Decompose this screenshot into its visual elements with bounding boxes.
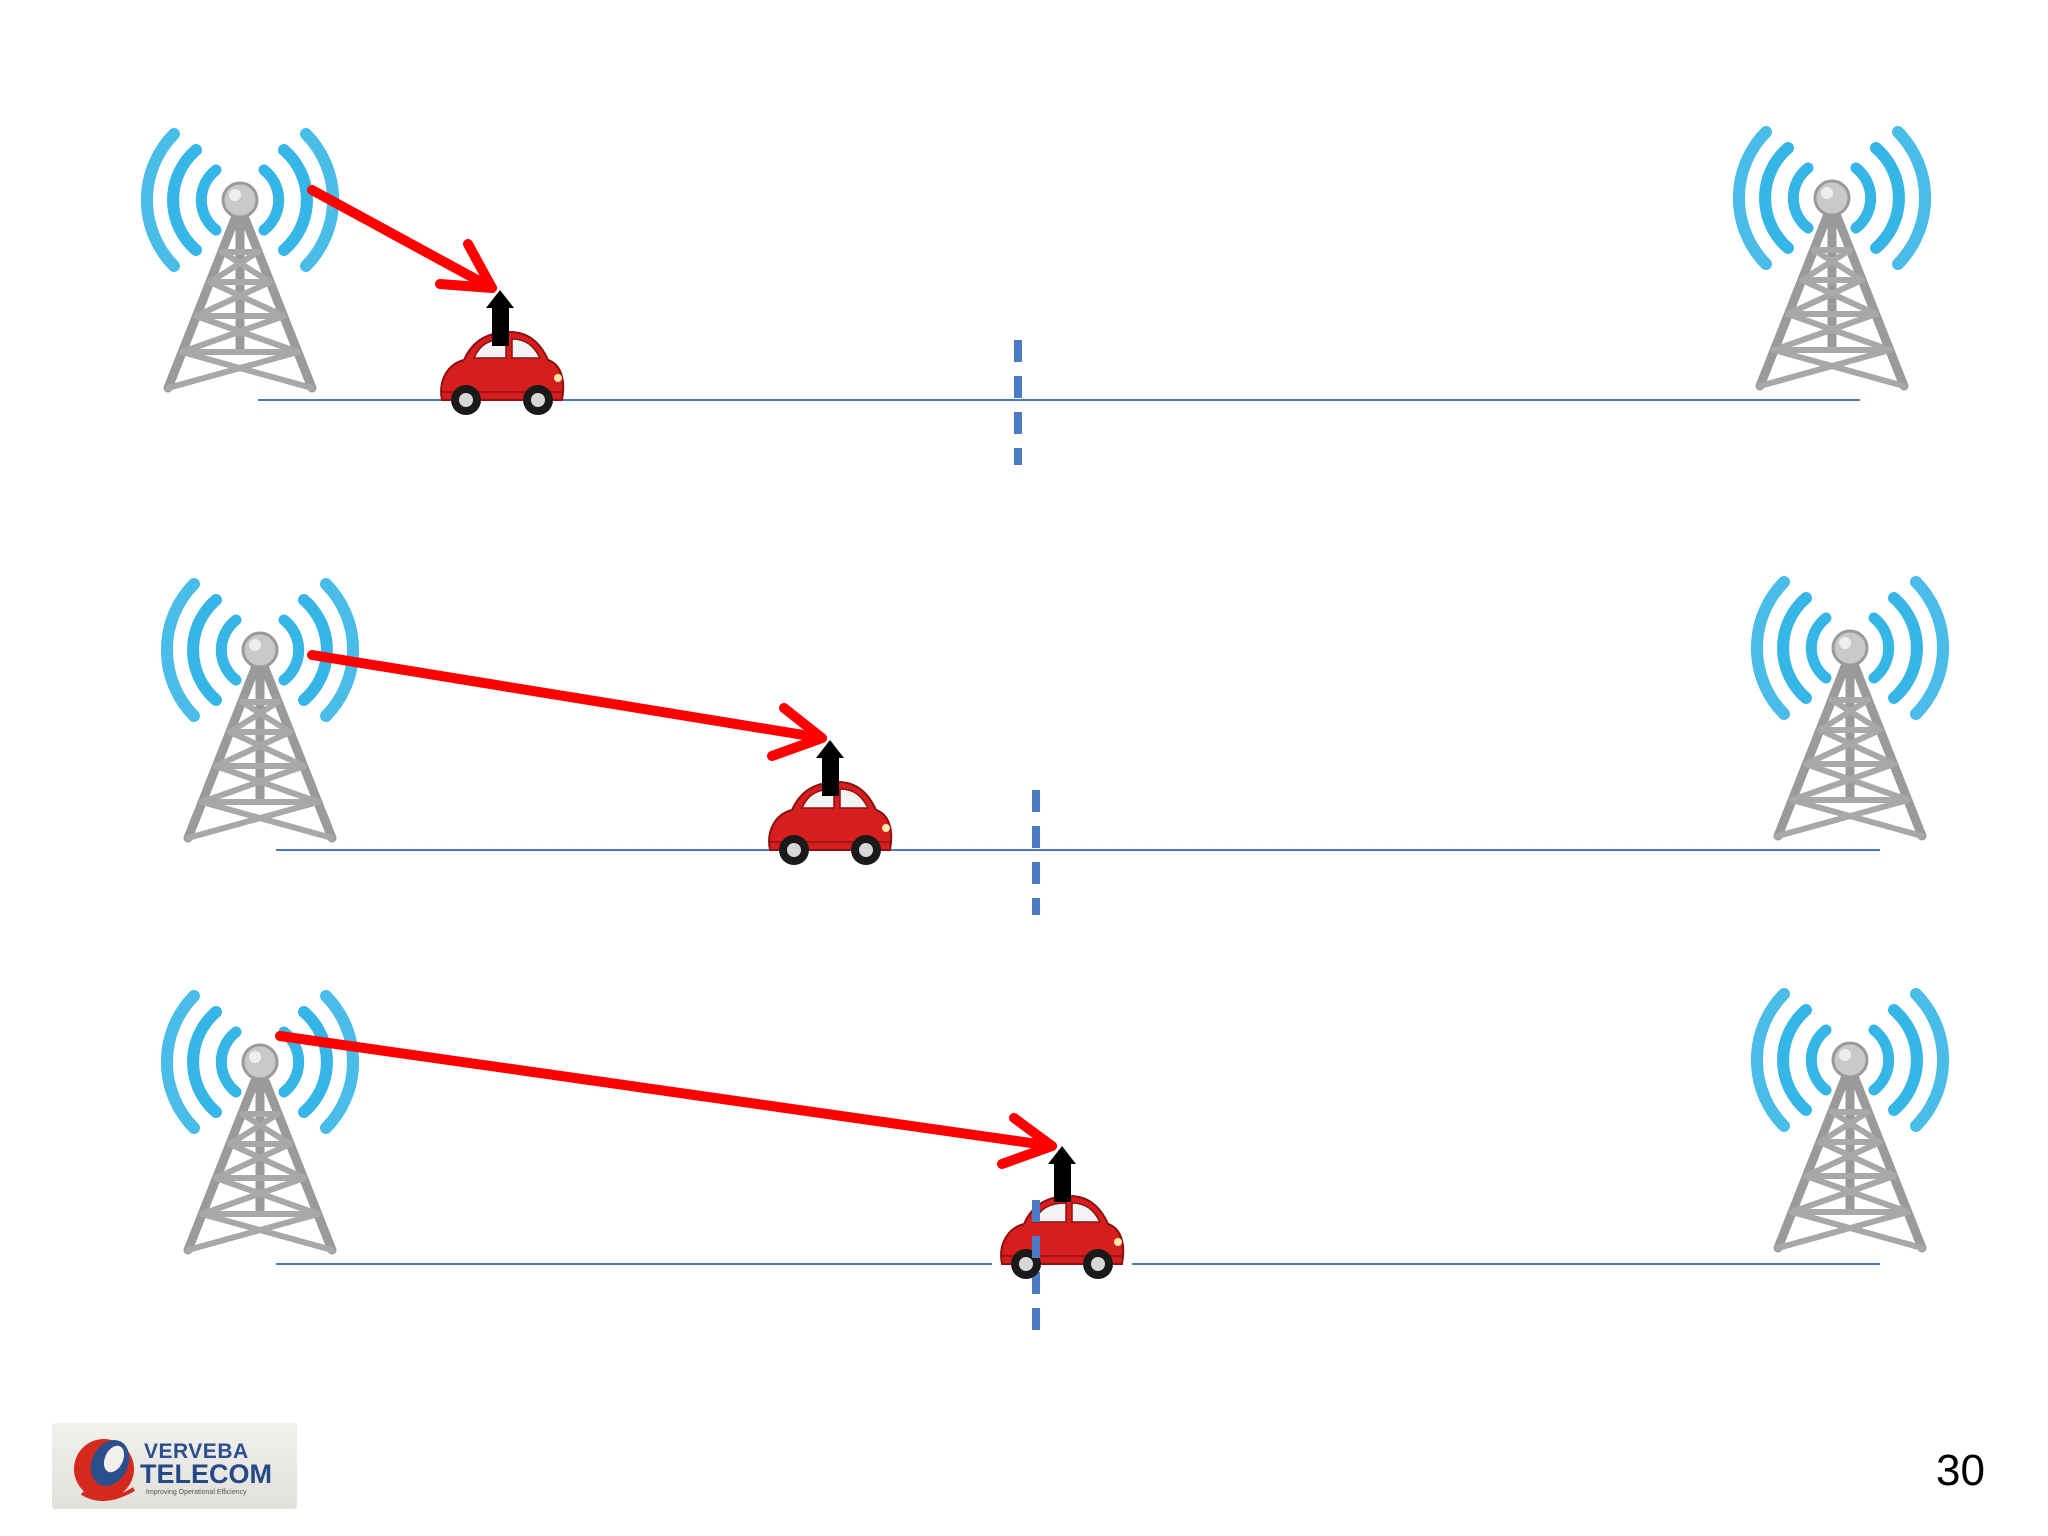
verveba-logo-icon bbox=[74, 1439, 136, 1501]
scenario-row-1 bbox=[147, 132, 1925, 465]
scenario-row-3 bbox=[167, 994, 1943, 1330]
antenna-arrow bbox=[486, 290, 514, 346]
company-logo: VERVEBA TELECOM Improving Operational Ef… bbox=[52, 1423, 297, 1509]
cell-tower-icon bbox=[167, 996, 353, 1250]
logo-name-line1: VERVEBA bbox=[144, 1440, 249, 1463]
signal-arrow bbox=[275, 1031, 1057, 1169]
cell-tower-icon bbox=[167, 584, 353, 838]
cell-tower-icon bbox=[1757, 582, 1943, 836]
logo-name-line2: TELECOM bbox=[140, 1459, 272, 1489]
cell-tower-icon bbox=[1739, 132, 1925, 386]
page-number: 30 bbox=[1936, 1446, 1985, 1495]
antenna-arrow bbox=[1048, 1146, 1076, 1202]
cell-tower-icon bbox=[1757, 994, 1943, 1248]
antenna-arrow bbox=[816, 740, 844, 796]
scenario-row-2 bbox=[167, 582, 1943, 915]
signal-arrow bbox=[307, 650, 827, 761]
cell-tower-icon bbox=[147, 134, 333, 388]
logo-tagline: Improving Operational Efficiency bbox=[146, 1489, 247, 1496]
signal-arrow bbox=[307, 185, 497, 293]
